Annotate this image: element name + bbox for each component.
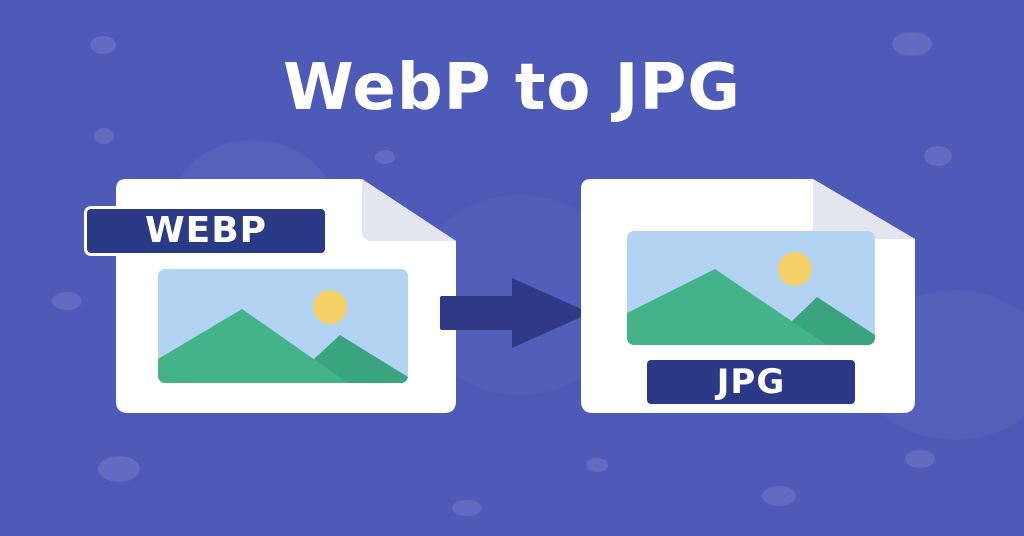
page-title: WebP to JPG: [283, 51, 741, 125]
source-format-badge: WEBP: [84, 206, 328, 256]
background-dot: [52, 292, 82, 310]
background-dot: [924, 146, 952, 166]
target-document-icon: [581, 179, 915, 413]
background-dot: [905, 450, 935, 468]
target-format-badge: JPG: [644, 357, 858, 407]
background-dot: [762, 486, 796, 506]
source-document-icon: [116, 179, 456, 413]
landscape-image-icon: [158, 269, 408, 383]
background-dot: [452, 500, 482, 516]
landscape-image-icon: [627, 231, 875, 345]
background-dot: [90, 36, 116, 54]
background-dot: [98, 456, 140, 482]
background-dot: [94, 128, 114, 144]
background-dot: [892, 32, 932, 56]
background-dot: [375, 150, 395, 164]
arrow-right-icon: [440, 278, 590, 348]
background-dot: [586, 458, 608, 472]
